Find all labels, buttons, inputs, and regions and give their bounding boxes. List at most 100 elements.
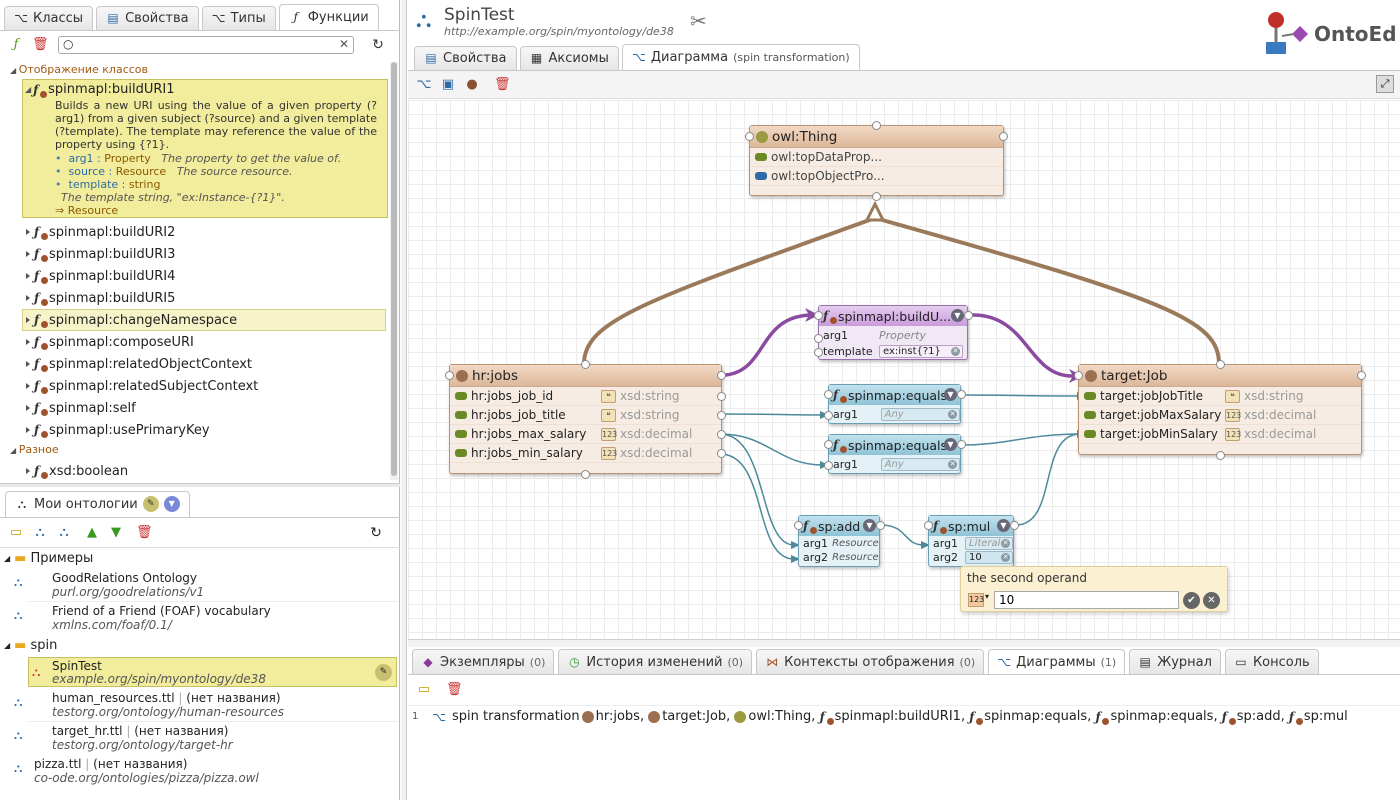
chevron-down-icon[interactable]: ▼ (944, 438, 957, 451)
clear-icon[interactable]: ✕ (1001, 538, 1010, 548)
delete-icon[interactable]: 🗑 (446, 682, 463, 697)
delete-icon[interactable]: 🗑 (494, 76, 511, 92)
edit-icon[interactable]: ✎ (375, 664, 392, 681)
decimal-type-icon[interactable]: 123 (968, 593, 984, 607)
search-input[interactable] (77, 38, 331, 52)
clear-icon[interactable]: ✕ (951, 346, 960, 356)
new-ontology-icon[interactable]: ⛬ (35, 525, 45, 540)
horizontal-splitter[interactable] (408, 639, 1400, 647)
tab-diagram[interactable]: ⌥Диаграмма(spin transformation) (621, 44, 860, 70)
diagram-list-row[interactable]: 1 ⌥ spin transformation hr:jobs, target:… (408, 705, 1400, 727)
property-row[interactable]: owl:topObjectPro... (750, 167, 1003, 186)
ontology-item[interactable]: ⛬pizza.ttl | (нет названия)co-ode.org/on… (14, 757, 259, 785)
chevron-down-icon[interactable]: ▼ (997, 519, 1010, 532)
chevron-down-icon[interactable]: ▾ (985, 592, 990, 601)
diagram-canvas[interactable]: owl:Thing owl:topDataProp... owl:topObje… (408, 100, 1400, 639)
clear-icon[interactable]: ✕ (948, 459, 957, 469)
functions-scrollbar[interactable] (390, 62, 398, 480)
class-node-owl-thing[interactable]: owl:Thing owl:topDataProp... owl:topObje… (745, 121, 1008, 201)
tab-individuals[interactable]: ◆Экземпляры(0) (412, 649, 555, 674)
clear-icon[interactable]: ✕ (1001, 552, 1010, 562)
value-input[interactable] (994, 591, 1179, 609)
clear-search-icon[interactable]: ✕ (338, 37, 349, 51)
tab-classes[interactable]: ⌥Классы (4, 6, 94, 30)
tab-axioms[interactable]: ▦Аксиомы (519, 46, 619, 70)
import-ontology-icon[interactable]: ⛬ (59, 525, 69, 540)
tab-console[interactable]: ▭Консоль (1224, 649, 1319, 674)
search-box[interactable]: ○ ✕ (58, 36, 354, 54)
tab-history[interactable]: ◷История изменений(0) (558, 649, 753, 674)
confirm-icon[interactable]: ✔ (1183, 592, 1200, 609)
class-node-hr-jobs[interactable]: hr:jobs hr:jobs_job_id❝xsd:string hr:job… (445, 360, 726, 479)
arg-input[interactable]: Any✕ (880, 407, 960, 421)
tab-contexts[interactable]: ⋈Контексты отображения(0) (756, 649, 985, 674)
property-row[interactable]: owl:topDataProp... (750, 148, 1003, 167)
ontology-item[interactable]: ⛬human_resources.ttl | (нет названия)tes… (14, 691, 284, 719)
clear-icon[interactable]: ✕ (948, 409, 957, 419)
property-row[interactable]: target:jobJobTitle❝xsd:string (1079, 387, 1361, 406)
save-icon[interactable]: ▣ (441, 76, 455, 92)
open-folder-icon[interactable]: ▭ (417, 682, 431, 697)
fullscreen-icon[interactable]: ⤢ (1376, 75, 1394, 93)
property-row[interactable]: hr:jobs_job_id❝xsd:string (450, 387, 721, 406)
refresh-icon[interactable]: ↻ (370, 525, 382, 541)
add-class-icon[interactable]: ⌥ (416, 76, 432, 92)
tab-my-ontologies[interactable]: ⛬Мои онтологии✎▼ (5, 491, 190, 517)
cancel-icon[interactable]: ✕ (1203, 592, 1220, 609)
panel-splitter[interactable] (0, 483, 400, 487)
chevron-down-icon[interactable]: ▼ (163, 496, 180, 512)
edit-icon[interactable]: ✎ (142, 496, 159, 512)
chevron-down-icon[interactable]: ▼ (944, 388, 957, 401)
add-function-icon[interactable]: ƒ (13, 37, 19, 52)
folder-spin[interactable]: ◢▬spin (4, 638, 58, 653)
refresh-icon[interactable]: ↻ (372, 37, 384, 53)
tab-properties-main[interactable]: ▤Свойства (414, 46, 517, 70)
ontology-item-selected[interactable]: ⛬ SpinTest example.org/spin/myontology/d… (28, 657, 397, 687)
arg-input[interactable]: Any✕ (880, 457, 960, 471)
property-row[interactable]: hr:jobs_job_title❝xsd:string (450, 406, 721, 425)
tools-icon[interactable]: ✂ (690, 9, 707, 33)
new-folder-icon[interactable]: ▭ (9, 525, 23, 540)
tab-types[interactable]: ⌥Типы (201, 6, 276, 30)
folder-examples[interactable]: ◢▬Примеры (4, 551, 94, 566)
tab-journal[interactable]: ▤Журнал (1129, 649, 1221, 674)
arg-input[interactable]: 10✕ (965, 550, 1013, 564)
delete-icon[interactable]: 🗑 (32, 37, 49, 52)
template-input[interactable]: ex:inst{?1}✕ (879, 344, 963, 358)
tab-diagrams[interactable]: ⌥Диаграммы(1) (988, 649, 1126, 674)
class-node-target-job[interactable]: target:Job target:jobJobTitle❝xsd:string… (1074, 360, 1366, 460)
add-instance-icon[interactable]: ● (466, 76, 478, 92)
move-up-icon[interactable]: ▲ (87, 525, 97, 540)
move-down-icon[interactable]: ▼ (111, 525, 121, 540)
chevron-down-icon[interactable]: ▼ (863, 519, 876, 532)
chevron-down-icon[interactable]: ▼ (951, 309, 964, 322)
ontology-item[interactable]: ⛬target_hr.ttl | (нет названия)testorg.o… (14, 724, 233, 752)
vertical-splitter[interactable] (401, 0, 407, 800)
delete-icon[interactable]: 🗑 (136, 525, 153, 540)
tab-properties[interactable]: ▤Свойства (96, 6, 199, 30)
arg-input[interactable]: Literal✕ (965, 536, 1013, 550)
